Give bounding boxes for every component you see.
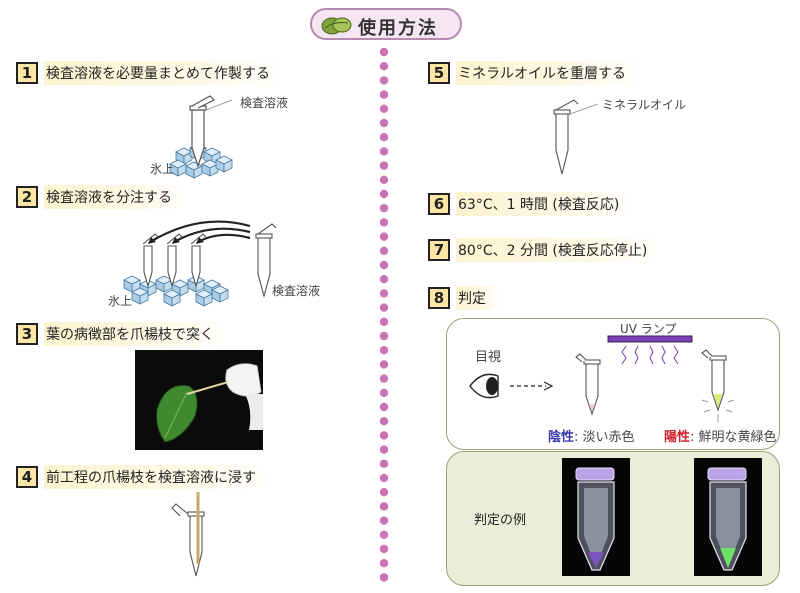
caption-mineral-oil: ミネラルオイル (602, 98, 687, 112)
divider-dot (379, 118, 389, 128)
divider-dot (379, 573, 389, 582)
step-number: 2 (16, 186, 38, 208)
eye-icon (469, 373, 554, 399)
divider-dot (379, 218, 389, 227)
divider-dot (379, 402, 389, 412)
divider-dot (379, 331, 389, 341)
divider-dot (379, 473, 389, 483)
positive-description: : 鮮明な黄緑色 (690, 430, 777, 445)
divider-dot (379, 161, 389, 170)
divider-dot (379, 417, 389, 426)
dotted-divider (379, 47, 389, 582)
divider-dot (379, 175, 389, 184)
leaf-icon (321, 17, 352, 35)
divider-dot (379, 275, 389, 284)
divider-dot (379, 317, 389, 326)
step-label: 検査溶液を必要量まとめて作製する (44, 61, 284, 85)
divider-dot (379, 530, 389, 539)
divider-dot (379, 246, 389, 255)
step-label: 前工程の爪楊枝を検査溶液に浸す (44, 465, 270, 489)
divider-dot (379, 189, 389, 199)
example-label: 判定の例 (474, 513, 527, 528)
page-title: 使用方法 (358, 18, 438, 39)
caption-on-ice: 氷上 (150, 162, 175, 176)
step-number: 3 (16, 323, 38, 345)
uv-lamp-icon (607, 335, 693, 365)
visual-inspection-label: 目視 (475, 350, 502, 365)
step-label: 葉の病徴部を爪楊枝で突く (44, 322, 228, 346)
divider-dot (379, 488, 389, 497)
dispense-illustration (123, 220, 277, 307)
step-label: 検査溶液を分注する (44, 185, 186, 209)
divider-dot (379, 445, 389, 454)
negative-result: 陰性: 淡い赤色 (548, 426, 635, 445)
divider-dot (379, 346, 389, 355)
step-label: 80°C、2 分間 (検査反応停止) (456, 238, 662, 262)
divider-dot (379, 502, 389, 511)
divider-dot (379, 459, 389, 468)
divider-dot (379, 260, 389, 270)
caption-on-ice: 氷上 (108, 294, 133, 308)
divider-dot (379, 76, 389, 85)
divider-dot (379, 374, 389, 383)
negative-description: : 淡い赤色 (574, 430, 635, 445)
step-number: 4 (16, 466, 38, 488)
divider-dot (379, 388, 389, 397)
step-number: 5 (428, 62, 450, 84)
divider-dot (379, 232, 389, 241)
positive-result: 陽性: 鮮明な黄緑色 (664, 426, 777, 445)
divider-dot (379, 47, 389, 57)
negative-example-photo (562, 458, 630, 576)
divider-dot (379, 62, 389, 71)
divider-dot (379, 559, 389, 568)
mineral-oil-tube-illustration (553, 99, 599, 175)
negative-tube-icon (575, 353, 601, 416)
divider-dot (379, 360, 389, 369)
positive-example-photo (694, 458, 762, 576)
positive-label: 陽性 (664, 430, 691, 445)
caption-test-solution: 検査溶液 (240, 96, 289, 110)
step-number: 6 (428, 193, 450, 215)
tube-on-ice-illustration (169, 95, 233, 179)
divider-dot (379, 133, 389, 142)
divider-dot (379, 147, 389, 156)
uv-lamp-label: UV ランプ (620, 322, 677, 336)
divider-dot (379, 90, 389, 99)
step-label: 63°C、1 時間 (検査反応) (456, 192, 634, 216)
leaf-poke-photo (135, 350, 263, 450)
divider-dot (379, 204, 389, 213)
divider-dot (379, 303, 389, 312)
step-number: 1 (16, 62, 38, 84)
divider-dot (379, 104, 389, 113)
step-label: 判定 (456, 286, 500, 310)
divider-dot (379, 544, 389, 554)
divider-dot (379, 516, 389, 525)
step-label: ミネラルオイルを重層する (456, 61, 640, 85)
title-badge: 使用方法 (310, 8, 462, 40)
step-number: 7 (428, 239, 450, 261)
divider-dot (379, 431, 389, 440)
step-number: 8 (428, 287, 450, 309)
positive-tube-icon (701, 349, 735, 422)
toothpick-in-tube-illustration (171, 492, 205, 577)
negative-label: 陰性 (548, 430, 575, 445)
divider-dot (379, 289, 389, 298)
caption-test-solution: 検査溶液 (272, 284, 321, 298)
